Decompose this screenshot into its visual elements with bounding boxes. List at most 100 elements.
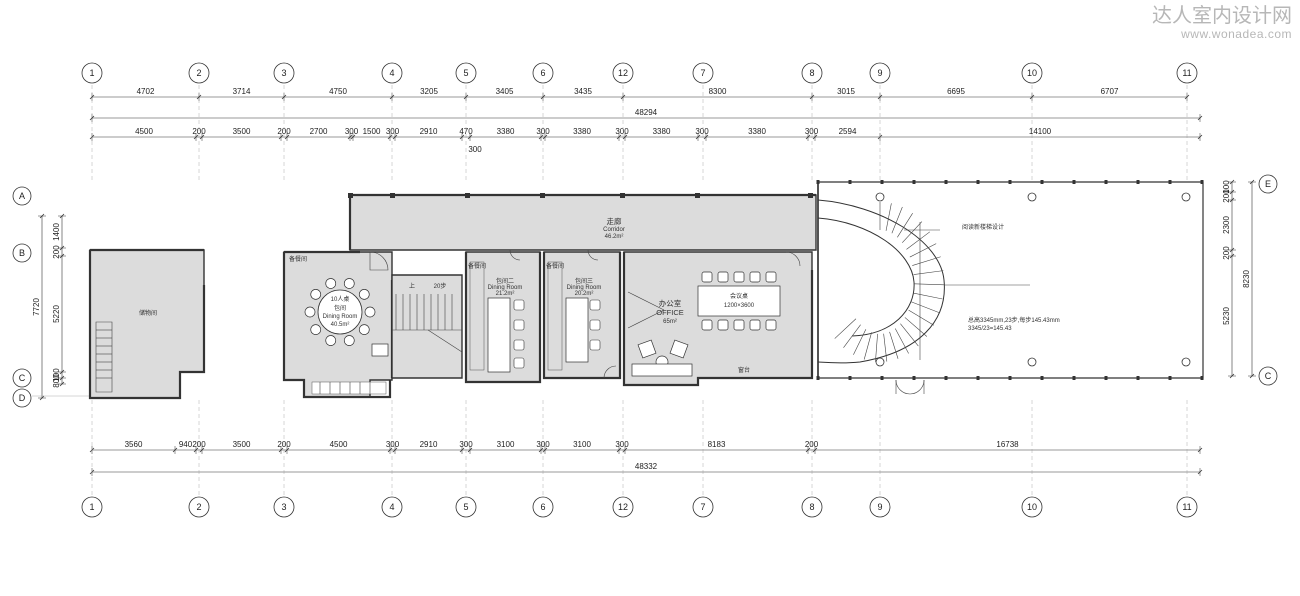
dim-label: 3380: [573, 127, 591, 136]
grid-left-C: C: [12, 368, 32, 388]
dim-label: 300: [386, 440, 400, 449]
grid-top-12: 12: [612, 62, 634, 84]
storage-left-label: 储物间: [139, 309, 157, 317]
svg-text:C: C: [19, 373, 26, 383]
dim-label: 470: [459, 127, 473, 136]
svg-text:3: 3: [281, 502, 286, 512]
grid-right-E: E: [1258, 174, 1278, 194]
svg-text:2: 2: [196, 68, 201, 78]
dim-label: 3380: [497, 127, 515, 136]
grid-top-11: 11: [1176, 62, 1198, 84]
svg-text:4: 4: [389, 502, 394, 512]
room-corridor: 走廊 Corridor 46.2m²: [348, 193, 817, 251]
dims-left-total: 7720: [32, 213, 46, 401]
dim-label: 300: [459, 440, 473, 449]
stair-straight: 上 20步: [391, 274, 463, 379]
dim-label: 48294: [635, 108, 658, 117]
dining2-area: 21.2m²: [496, 291, 515, 297]
dim-label: 3205: [420, 87, 438, 96]
dim-label: 3405: [496, 87, 514, 96]
grid-bottom-10: 10: [1021, 496, 1043, 518]
svg-text:1: 1: [89, 68, 94, 78]
chair: [310, 324, 322, 335]
chair: [343, 278, 355, 289]
grid-right-C: C: [1258, 366, 1278, 386]
dim-label: 3500: [233, 127, 251, 136]
dim-label: 3015: [837, 87, 855, 96]
stair-steps-label: 20步: [434, 282, 447, 290]
room-hall-right: 阅读新楼梯设计 总高3345mm,23步,每步145.43mm 3345/23=…: [816, 180, 1204, 395]
dim-label: 300: [536, 127, 550, 136]
grid-left-B: B: [12, 243, 32, 263]
svg-text:5: 5: [463, 502, 468, 512]
grid-bottom-9: 9: [869, 496, 891, 518]
svg-text:2: 2: [196, 502, 201, 512]
grid-top-7: 7: [692, 62, 714, 84]
dim-label: 3500: [233, 440, 251, 449]
room-office: 办公室 OFFICE 65m² 会议桌 1200×3600 窗台: [622, 251, 814, 387]
svg-text:D: D: [19, 393, 26, 403]
chair: [358, 289, 370, 300]
dim-label: 16738: [996, 440, 1019, 449]
dining3-area: 20.2m²: [575, 291, 594, 297]
dim-label: 8230: [1242, 270, 1251, 288]
dim-label: 300: [536, 440, 550, 449]
svg-text:E: E: [1265, 179, 1271, 189]
dim-extra: 300: [468, 145, 482, 154]
banquet-prep-label: 备餐间: [289, 255, 307, 263]
dim-label: 2300: [1222, 216, 1231, 234]
dim-label: 2700: [310, 127, 328, 136]
svg-text:9: 9: [877, 502, 882, 512]
svg-text:12: 12: [618, 502, 628, 512]
grid-top-6: 6: [532, 62, 554, 84]
dim-label: 5220: [52, 305, 61, 323]
meeting-table-label: 会议桌: [730, 292, 748, 300]
dim-label: 3380: [748, 127, 766, 136]
dim-label: 3100: [497, 440, 515, 449]
banquet-sub: Dining Room: [323, 314, 358, 320]
svg-text:A: A: [19, 191, 25, 201]
grid-bottom-12: 12: [612, 496, 634, 518]
dim-label: 300: [345, 127, 359, 136]
column-circles: [875, 192, 1191, 367]
svg-text:1: 1: [89, 502, 94, 512]
dim-label: 200: [192, 440, 206, 449]
dim-label: 2910: [420, 127, 438, 136]
dim-label: 6695: [947, 87, 965, 96]
dim-label: 4500: [330, 440, 348, 449]
dining2-prep: 备餐间: [468, 262, 486, 270]
grid-bottom-1: 1: [81, 496, 103, 518]
dim-label: 100: [1222, 180, 1231, 194]
grid-bottom-4: 4: [381, 496, 403, 518]
dim-label: 200: [192, 127, 206, 136]
grid-bottom-7: 7: [692, 496, 714, 518]
banquet-table-label: 10人桌: [331, 295, 350, 303]
dim-label: 300: [386, 127, 400, 136]
dim-label: 2594: [839, 127, 857, 136]
dim-label: 3100: [573, 440, 591, 449]
window-label: 窗台: [738, 366, 750, 374]
svg-text:B: B: [19, 248, 25, 258]
chair: [358, 324, 370, 335]
svg-text:10: 10: [1027, 68, 1037, 78]
chair: [343, 335, 355, 346]
svg-text:10: 10: [1027, 502, 1037, 512]
dim-label: 200: [1222, 246, 1231, 260]
corridor-en: Corridor: [603, 227, 625, 233]
dim-label: 300: [615, 127, 629, 136]
svg-text:6: 6: [540, 68, 545, 78]
grid-bubbles-right: EC: [1258, 174, 1278, 386]
dim-label: 3435: [574, 87, 592, 96]
dim-label: 3560: [125, 440, 143, 449]
corridor-area: 46.2m²: [605, 234, 624, 240]
grid-bubbles-left: A B CD: [12, 186, 32, 408]
grid-top-3: 3: [273, 62, 295, 84]
dining2-en: Dining Room: [488, 285, 523, 291]
dim-label: 8300: [709, 87, 727, 96]
dim-label: 3380: [653, 127, 671, 136]
room-banquet: 10人桌 包间 Dining Room 40.5m² 备餐间: [282, 250, 394, 399]
